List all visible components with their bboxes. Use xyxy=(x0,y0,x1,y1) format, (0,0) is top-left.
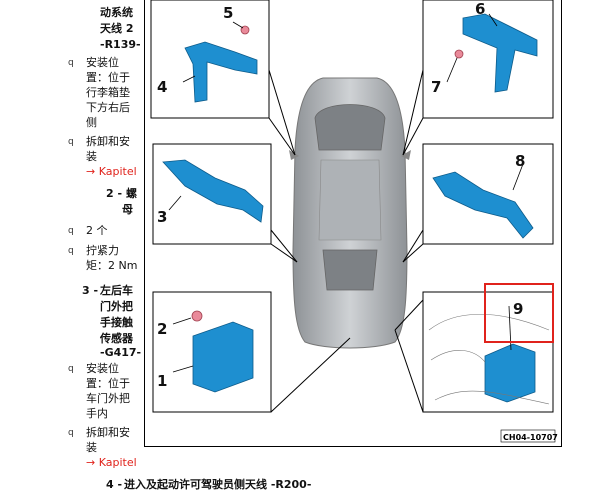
item-title-line: 手接触 xyxy=(100,316,133,329)
callout-5: 5 xyxy=(223,4,233,22)
bullet-icon: q xyxy=(68,137,74,147)
callout-8: 8 xyxy=(515,152,525,170)
remove-text: 拆卸和安 xyxy=(86,426,130,439)
item-title-line: 母 xyxy=(122,203,133,216)
remove-text: 装 xyxy=(86,441,97,454)
install-text: 行李箱垫 xyxy=(86,86,130,99)
part-6-antenna xyxy=(462,13,538,93)
parts-figure: 5 4 6 7 3 8 2 1 9 CH04-10707 xyxy=(144,0,562,447)
callout-3: 3 xyxy=(157,208,167,226)
highlight-box xyxy=(484,283,554,343)
callout-9: 9 xyxy=(513,300,523,318)
callout-1: 1 xyxy=(157,372,167,390)
callout-2: 2 xyxy=(157,320,167,338)
figure-code: CH04-10707 xyxy=(503,433,558,442)
bullet-icon: q xyxy=(68,428,74,438)
panel-9-interior xyxy=(428,313,550,405)
part-1-sensor xyxy=(192,321,254,393)
callout-4: 4 xyxy=(157,78,167,96)
quantity-text: 2 个 xyxy=(86,224,108,237)
item-number: 3 - xyxy=(82,284,99,297)
part-3-sensor xyxy=(162,159,264,223)
install-text: 安装位 xyxy=(86,56,119,69)
item-title-line: 动系统 xyxy=(100,6,133,19)
car-top-view xyxy=(289,77,411,349)
bullet-icon: q xyxy=(68,226,74,236)
item-part-code: -G417- xyxy=(100,346,142,359)
install-text: 下方右后 xyxy=(86,101,130,114)
bottom-item-title: 进入及起动许可驾驶员侧天线 -R200- xyxy=(124,478,312,491)
install-text: 置：位于 xyxy=(86,71,130,84)
item-title-line: 天线 2 xyxy=(100,22,134,35)
part-4-antenna xyxy=(184,41,258,103)
kapitel-link[interactable]: → Kapitel xyxy=(86,165,137,178)
kapitel-link[interactable]: → Kapitel xyxy=(86,456,137,469)
part-2-nut xyxy=(191,310,203,322)
install-text: 置：位于 xyxy=(86,377,130,390)
item-number: 2 - xyxy=(106,187,123,200)
callout-6: 6 xyxy=(475,0,485,18)
item-title-line: 左后车 xyxy=(100,284,133,297)
figure-svg: 5 4 6 7 3 8 2 1 9 CH04-10707 xyxy=(150,0,558,443)
install-text: 手内 xyxy=(86,407,108,420)
item-title-line: 螺 xyxy=(126,187,137,200)
install-text: 侧 xyxy=(86,116,97,129)
bullet-icon: q xyxy=(68,246,74,256)
torque-text: 拧紧力 xyxy=(86,244,119,257)
torque-text: 矩：2 Nm xyxy=(86,259,138,272)
bottom-item-number: 4 - xyxy=(106,478,123,491)
callout-7: 7 xyxy=(431,78,441,96)
part-9-antenna xyxy=(484,343,536,403)
item-part-code: -R139- xyxy=(100,38,141,51)
item-title-line: 传感器 xyxy=(100,332,133,345)
item-title-line: 门外把 xyxy=(100,300,133,313)
part-7-screw xyxy=(454,49,464,59)
remove-text: 拆卸和安 xyxy=(86,135,130,148)
part-8-sensor xyxy=(432,171,534,239)
bullet-icon: q xyxy=(68,364,74,374)
install-text: 安装位 xyxy=(86,362,119,375)
remove-text: 装 xyxy=(86,150,97,163)
bullet-icon: q xyxy=(68,58,74,68)
install-text: 车门外把 xyxy=(86,392,130,405)
